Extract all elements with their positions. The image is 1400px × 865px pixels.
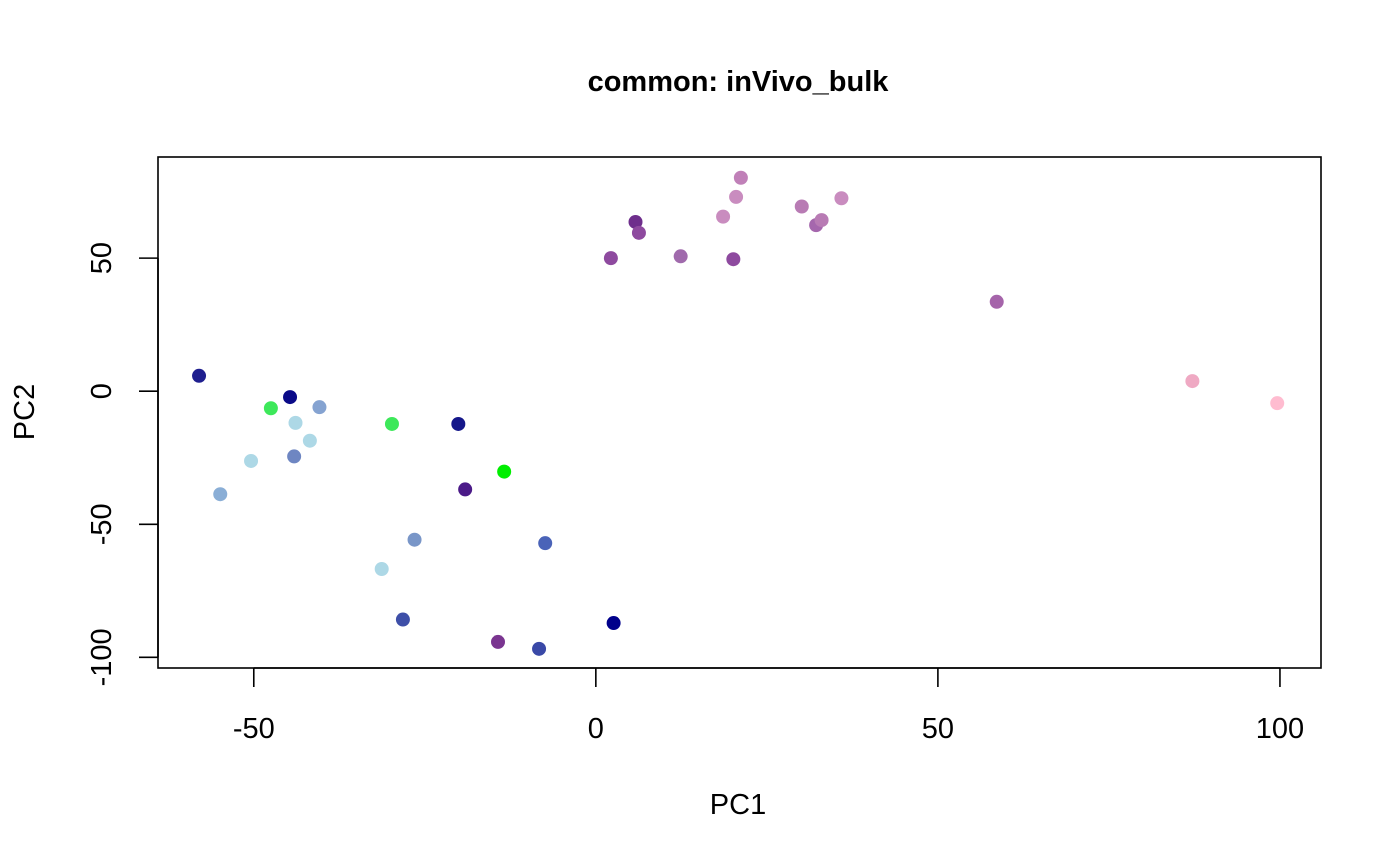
x-tick-label: 50: [922, 713, 954, 745]
y-tick-label: 50: [86, 242, 118, 274]
x-tick-label: 100: [1256, 713, 1304, 745]
data-points: [192, 170, 1285, 656]
data-point: [716, 209, 731, 224]
data-point: [302, 433, 317, 448]
data-point: [729, 189, 744, 204]
data-point: [834, 191, 849, 206]
y-axis: -100 -50 0 50: [86, 242, 159, 686]
data-point: [192, 368, 207, 383]
data-point: [312, 400, 327, 415]
y-tick-label: -100: [86, 628, 118, 686]
data-point: [458, 482, 473, 497]
x-tick-label: 0: [588, 713, 604, 745]
data-point: [263, 401, 278, 416]
x-axis: -50 0 50 100: [233, 667, 1304, 745]
x-axis-label: PC1: [710, 789, 766, 821]
chart-title: common: inVivo_bulk: [588, 66, 890, 98]
data-point: [374, 561, 389, 576]
data-point: [673, 249, 688, 264]
data-point: [538, 536, 553, 551]
data-point: [1270, 396, 1285, 411]
y-axis-label: PC2: [9, 384, 41, 440]
data-point: [606, 616, 621, 631]
data-point: [451, 416, 466, 431]
plot-area-border: [157, 156, 1322, 669]
data-point: [631, 225, 646, 240]
data-point: [1185, 374, 1200, 389]
data-point: [628, 214, 643, 229]
data-point: [726, 252, 741, 267]
data-point: [733, 170, 748, 185]
y-tick-label: -50: [86, 503, 118, 545]
data-point: [384, 416, 399, 431]
y-tick-label: 0: [86, 383, 118, 399]
data-point: [491, 634, 506, 649]
data-point: [497, 464, 512, 479]
data-point: [814, 213, 829, 228]
data-point: [794, 199, 809, 214]
data-point: [213, 487, 228, 502]
data-point: [407, 532, 422, 547]
data-point: [395, 612, 410, 627]
data-point: [532, 641, 547, 656]
data-point: [288, 415, 303, 430]
data-point: [283, 390, 298, 405]
x-tick-label: -50: [233, 713, 275, 745]
data-point: [244, 453, 259, 468]
data-point: [989, 294, 1004, 309]
data-point: [603, 251, 618, 266]
data-point: [287, 449, 302, 464]
